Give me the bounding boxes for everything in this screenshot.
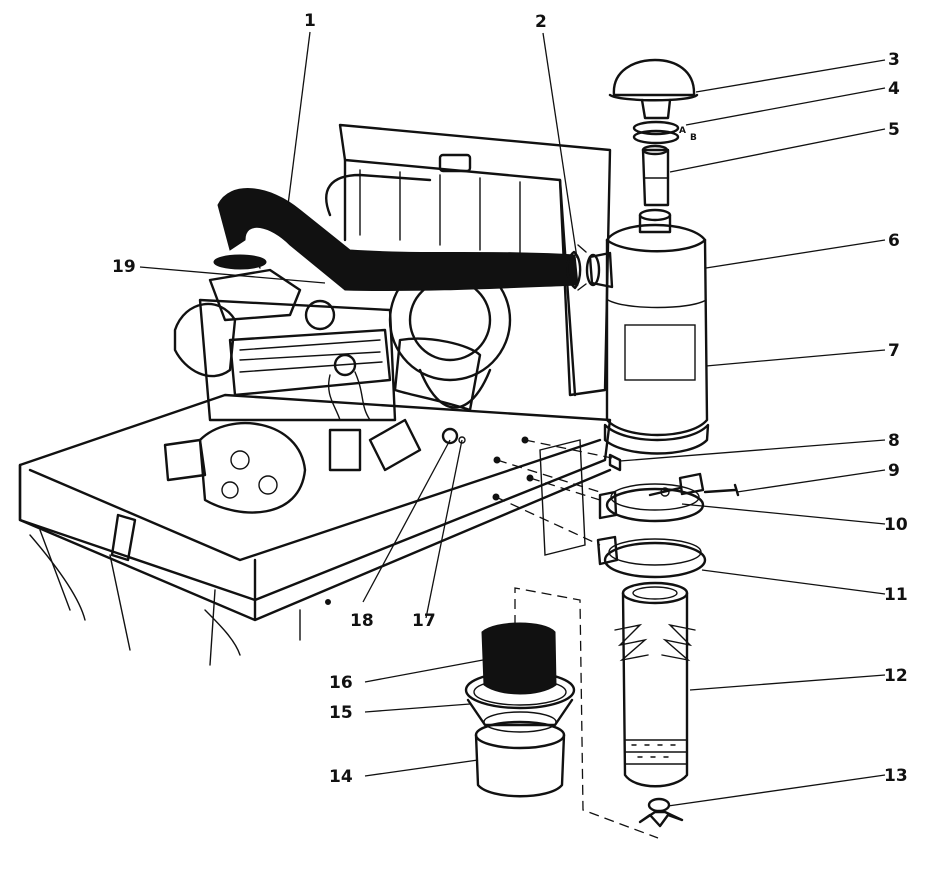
callout-8: 8 (888, 431, 900, 451)
callout-3: 3 (888, 50, 900, 70)
mesh-element (481, 622, 557, 695)
assembly-lines (495, 439, 659, 839)
part-4-mark-b: B (690, 133, 697, 143)
callout-6: 6 (888, 231, 900, 251)
mounting-bands (596, 453, 740, 579)
callout-2: 2 (535, 12, 547, 32)
retainer-ring: A B (632, 120, 697, 145)
base-frame (18, 393, 612, 666)
wing-nut (638, 797, 684, 828)
leader-lines (139, 31, 886, 807)
radiator (325, 123, 612, 397)
rain-cap (608, 58, 699, 120)
callout-16: 16 (329, 673, 353, 693)
intake-hose (213, 188, 579, 292)
callout-1: 1 (304, 11, 316, 31)
callout-5: 5 (888, 120, 900, 140)
hose-clamp (566, 244, 587, 291)
callout-18: 18 (350, 611, 374, 631)
callout-9: 9 (888, 461, 900, 481)
part-4-mark-a: A (679, 126, 686, 136)
callout-12: 12 (884, 666, 908, 686)
callout-11: 11 (884, 585, 908, 605)
callout-17: 17 (412, 611, 436, 631)
callout-10: 10 (884, 515, 908, 535)
callout-19: 19 (112, 257, 136, 277)
engine (163, 257, 512, 514)
callout-numbers: 1 2 3 4 5 6 7 8 9 10 11 12 13 14 15 16 1… (112, 11, 908, 787)
oil-cup (474, 720, 566, 798)
outlet-tube (641, 144, 670, 207)
callout-15: 15 (329, 703, 353, 723)
callout-14: 14 (329, 767, 353, 787)
air-cleaner-body (585, 208, 710, 455)
filter-element (614, 581, 696, 788)
callout-7: 7 (888, 341, 900, 361)
callout-4: 4 (888, 79, 900, 99)
callout-13: 13 (884, 766, 908, 786)
